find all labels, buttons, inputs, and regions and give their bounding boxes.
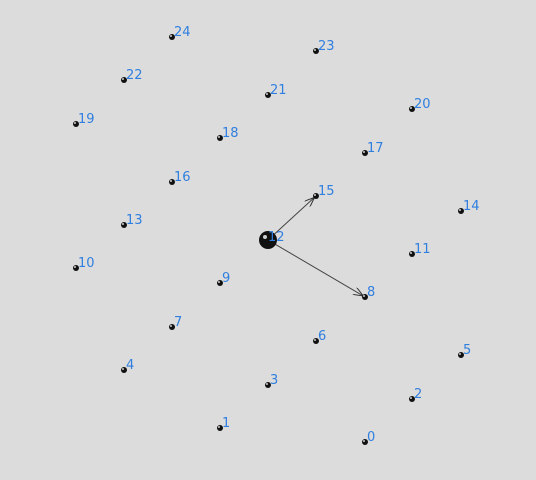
node-dot-highlight bbox=[266, 383, 268, 385]
node-5[interactable]: 5 bbox=[458, 343, 471, 358]
node-dot-highlight bbox=[122, 223, 124, 225]
node-label: 15 bbox=[318, 184, 335, 199]
node-19[interactable]: 19 bbox=[73, 112, 95, 127]
node-20[interactable]: 20 bbox=[409, 97, 431, 112]
node-label: 10 bbox=[78, 256, 95, 271]
node-24[interactable]: 24 bbox=[169, 25, 191, 40]
node-dot-highlight bbox=[363, 295, 365, 297]
node-3[interactable]: 3 bbox=[265, 373, 278, 388]
node-8[interactable]: 8 bbox=[362, 285, 375, 300]
node-dot-highlight bbox=[314, 339, 316, 341]
node-label: 5 bbox=[463, 343, 471, 358]
node-label: 11 bbox=[414, 242, 431, 257]
node-dot[interactable] bbox=[259, 231, 277, 249]
node-10[interactable]: 10 bbox=[73, 256, 95, 271]
node-7[interactable]: 7 bbox=[169, 315, 182, 330]
node-label: 18 bbox=[222, 126, 239, 141]
node-13[interactable]: 13 bbox=[121, 213, 143, 228]
node-23[interactable]: 23 bbox=[313, 39, 335, 54]
node-11[interactable]: 11 bbox=[409, 242, 431, 257]
node-16[interactable]: 16 bbox=[169, 170, 191, 185]
node-label: 2 bbox=[414, 387, 422, 402]
node-9[interactable]: 9 bbox=[217, 271, 230, 286]
node-label: 23 bbox=[318, 39, 335, 54]
node-label: 21 bbox=[270, 83, 287, 98]
node-dot-highlight bbox=[363, 440, 365, 442]
node-label: 20 bbox=[414, 97, 431, 112]
node-dot-highlight bbox=[459, 209, 461, 211]
node-2[interactable]: 2 bbox=[409, 387, 422, 402]
node-dot-highlight bbox=[410, 252, 412, 254]
node-dot-highlight bbox=[122, 78, 124, 80]
node-label: 13 bbox=[126, 213, 143, 228]
node-dot-highlight bbox=[122, 368, 124, 370]
node-22[interactable]: 22 bbox=[121, 68, 143, 83]
node-dot-highlight bbox=[170, 35, 172, 37]
node-dot-highlight bbox=[410, 107, 412, 109]
node-dot-highlight bbox=[74, 266, 76, 268]
node-label: 1 bbox=[222, 416, 230, 431]
node-dot-highlight bbox=[218, 281, 220, 283]
node-dot-highlight bbox=[266, 93, 268, 95]
node-label: 24 bbox=[174, 25, 191, 40]
node-0[interactable]: 0 bbox=[362, 430, 375, 445]
node-18[interactable]: 18 bbox=[217, 126, 239, 141]
node-label: 16 bbox=[174, 170, 191, 185]
node-label: 7 bbox=[174, 315, 182, 330]
node-label: 12 bbox=[268, 230, 285, 245]
node-dot-highlight bbox=[459, 353, 461, 355]
node-15[interactable]: 15 bbox=[313, 184, 335, 199]
node-label: 8 bbox=[367, 285, 375, 300]
node-label: 6 bbox=[318, 329, 326, 344]
node-4[interactable]: 4 bbox=[121, 358, 134, 373]
node-1[interactable]: 1 bbox=[217, 416, 230, 431]
node-12[interactable]: 12 bbox=[259, 230, 285, 249]
node-label: 19 bbox=[78, 112, 95, 127]
node-label: 0 bbox=[367, 430, 375, 445]
node-21[interactable]: 21 bbox=[265, 83, 287, 98]
node-dot-highlight bbox=[263, 235, 267, 239]
node-label: 4 bbox=[126, 358, 134, 373]
node-dot-highlight bbox=[363, 151, 365, 153]
node-label: 14 bbox=[463, 199, 480, 214]
edge-layer bbox=[272, 198, 362, 296]
edge-12-to-15 bbox=[272, 198, 314, 236]
node-dot-highlight bbox=[218, 426, 220, 428]
node-label: 22 bbox=[126, 68, 143, 83]
node-dot-highlight bbox=[314, 49, 316, 51]
node-dot-highlight bbox=[218, 136, 220, 138]
node-label: 3 bbox=[270, 373, 278, 388]
node-14[interactable]: 14 bbox=[458, 199, 480, 214]
node-label: 9 bbox=[222, 271, 230, 286]
node-dot-highlight bbox=[314, 194, 316, 196]
node-dot-highlight bbox=[74, 122, 76, 124]
node-dot-highlight bbox=[410, 397, 412, 399]
node-dot-highlight bbox=[170, 180, 172, 182]
edge-12-to-8 bbox=[273, 243, 362, 296]
node-17[interactable]: 17 bbox=[362, 141, 384, 156]
node-6[interactable]: 6 bbox=[313, 329, 326, 344]
node-dot-highlight bbox=[170, 325, 172, 327]
node-label: 17 bbox=[367, 141, 384, 156]
